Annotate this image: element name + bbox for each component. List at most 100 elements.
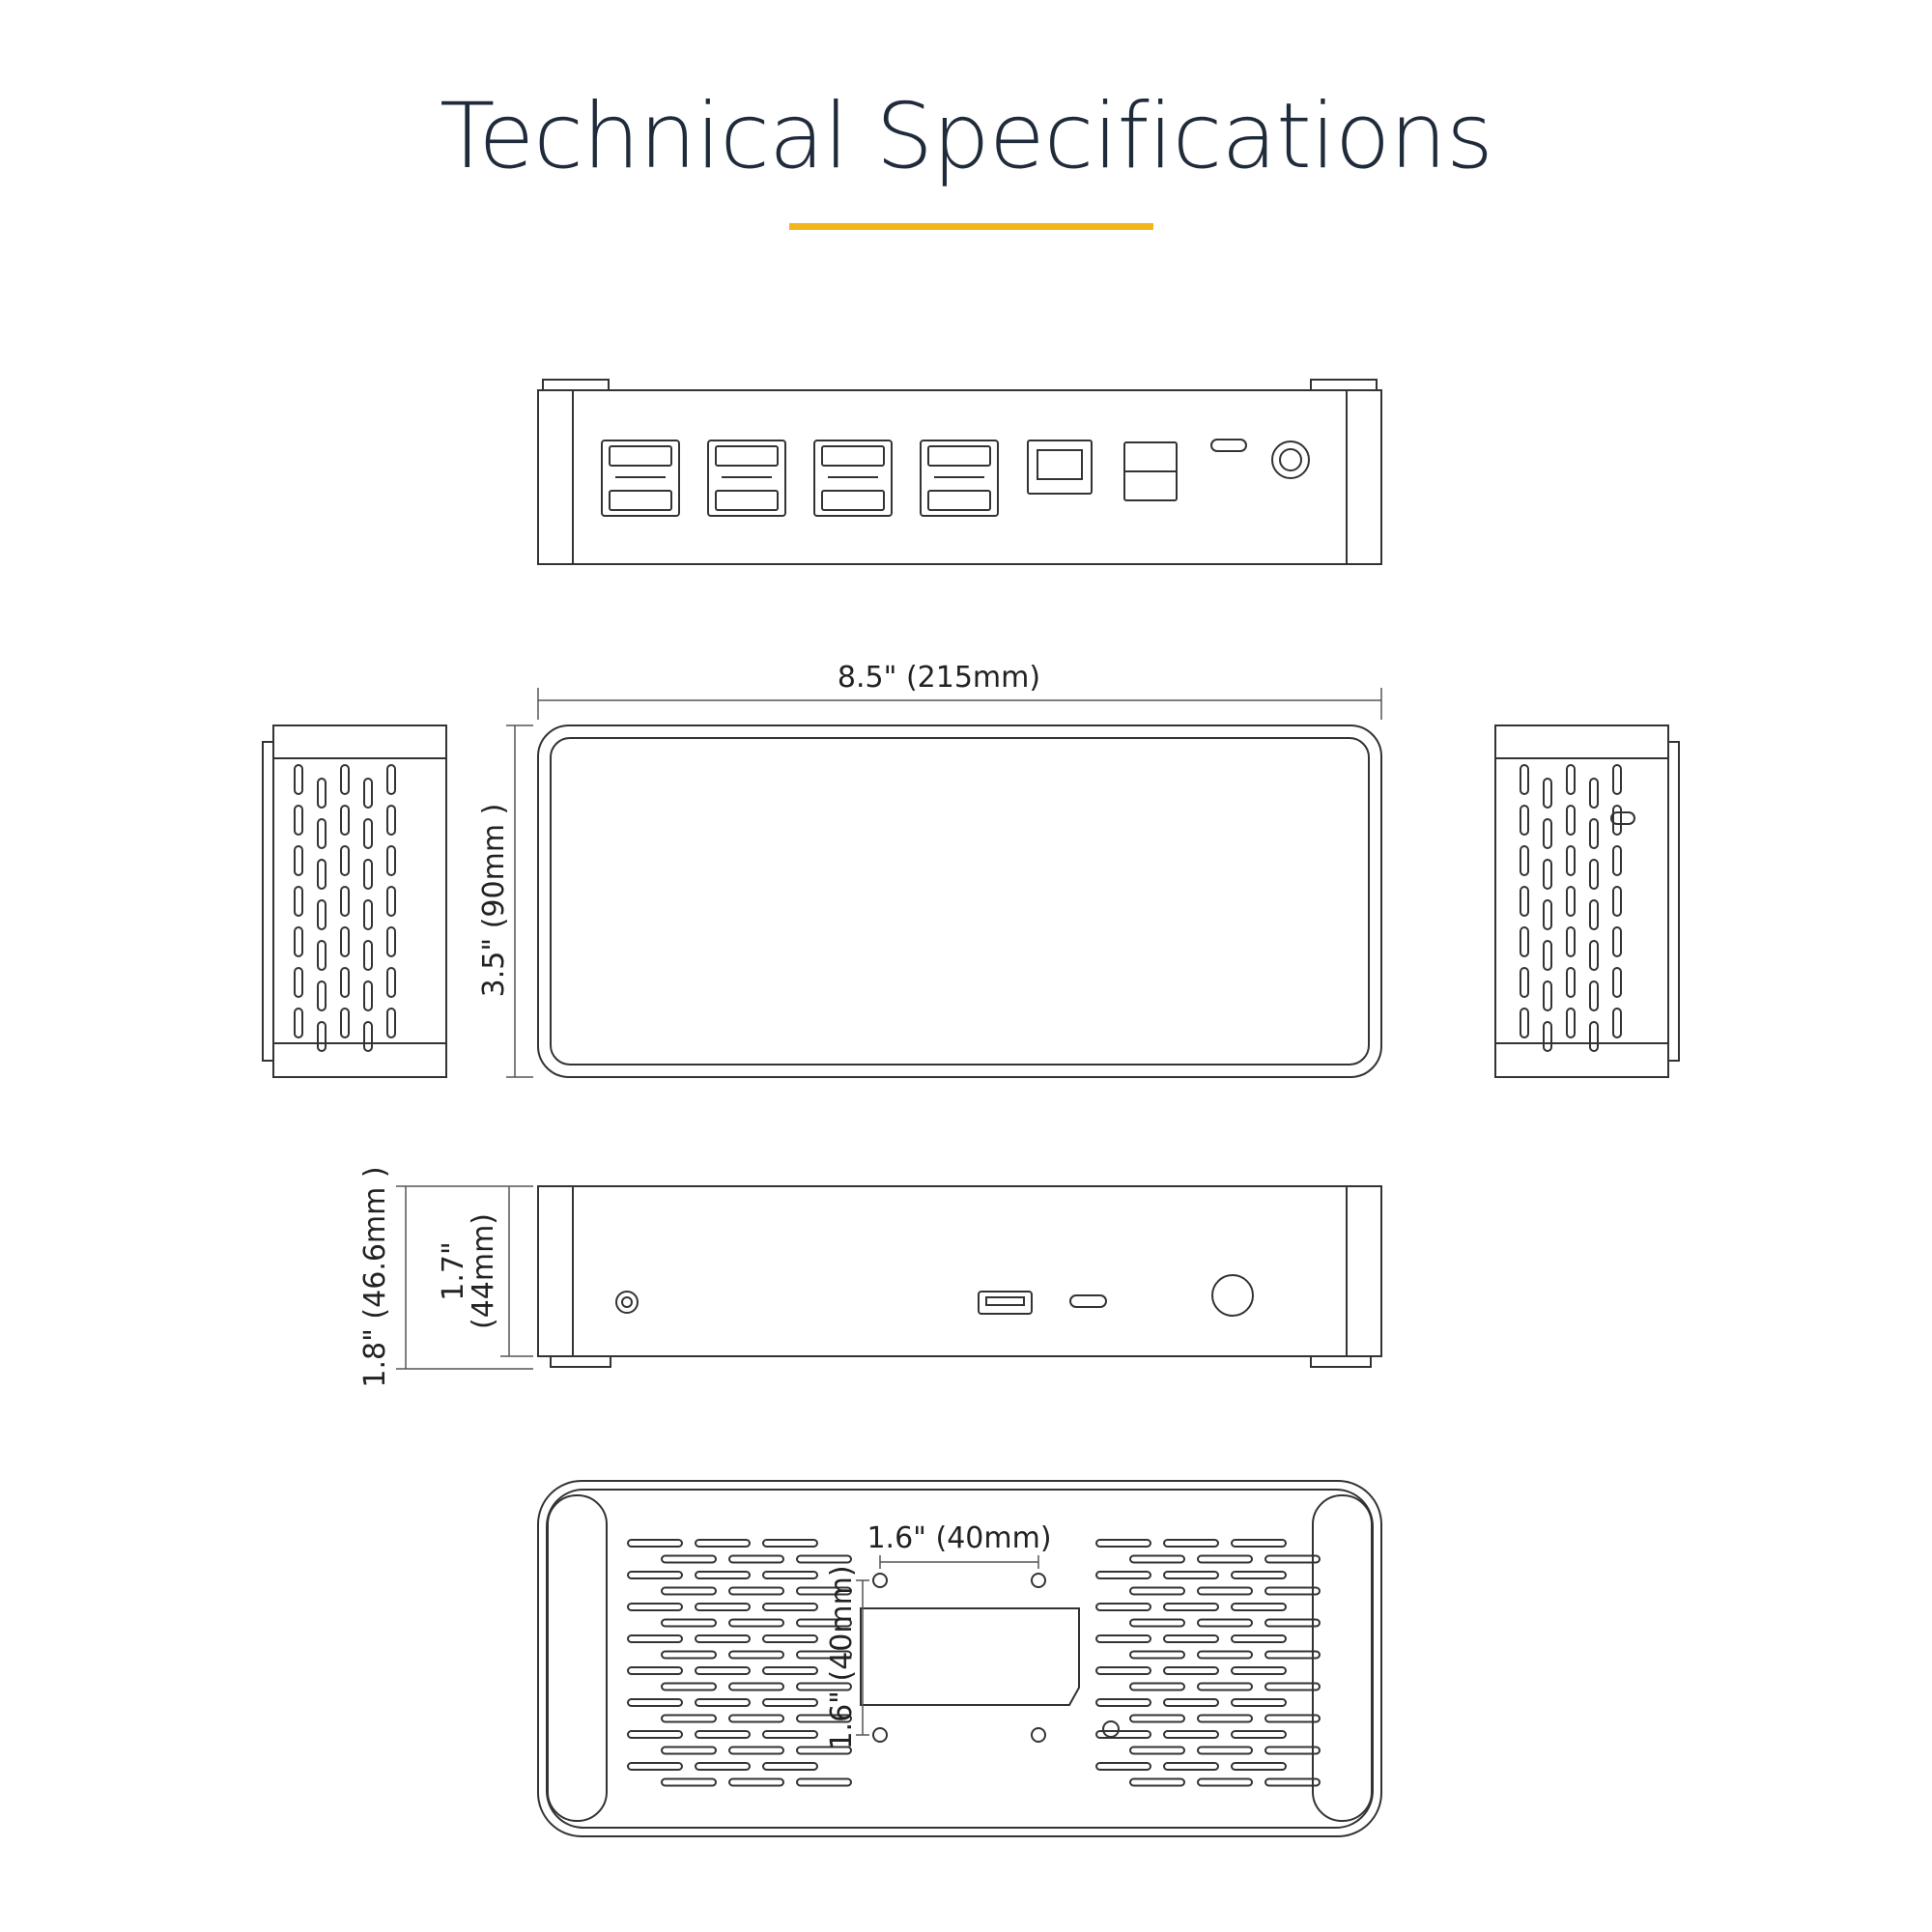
vent-slot xyxy=(1231,1634,1287,1643)
vent-slot xyxy=(762,1634,818,1643)
height-body-label-line1: 1.7" xyxy=(437,1241,470,1301)
vent-slot xyxy=(627,1762,683,1771)
vent-slot xyxy=(1163,1603,1219,1611)
vent-slot xyxy=(363,899,373,930)
vent-slot xyxy=(1612,764,1622,795)
vent-slot xyxy=(1589,778,1599,809)
top-view-outer xyxy=(537,724,1382,1078)
vent-slot xyxy=(386,926,396,957)
vent-slot xyxy=(386,1008,396,1038)
usb-c-port-icon xyxy=(1210,439,1247,452)
vent-slot xyxy=(1163,1666,1219,1675)
vent-slot xyxy=(294,926,303,957)
vent-slot xyxy=(1231,1603,1287,1611)
vent-slot xyxy=(762,1730,818,1739)
video-port-pair-icon xyxy=(920,440,999,517)
vent-slot xyxy=(294,967,303,998)
title-accent-bar xyxy=(789,223,1153,230)
vent-slot xyxy=(762,1571,818,1579)
ethernet-port-icon xyxy=(1027,440,1093,495)
vent-slot xyxy=(1129,1586,1185,1596)
vent-slot xyxy=(627,1539,683,1548)
vent-slot xyxy=(294,886,303,917)
vent-slot xyxy=(1612,1008,1622,1038)
vent-slot xyxy=(363,818,373,849)
vent-slot xyxy=(728,1714,784,1723)
screw-icon xyxy=(1102,1720,1120,1738)
mount-hole-icon xyxy=(872,1727,888,1743)
vent-slot xyxy=(796,1746,852,1755)
vent-slot xyxy=(1264,1777,1321,1787)
vent-slot xyxy=(728,1554,784,1564)
vent-slot xyxy=(1163,1634,1219,1643)
mount-hole-icon xyxy=(1031,1727,1046,1743)
hdmi-port-icon xyxy=(927,445,991,467)
vent-slot xyxy=(1095,1762,1151,1771)
vent-slot xyxy=(661,1777,717,1787)
mount-hole-icon xyxy=(1031,1573,1046,1588)
vent-slot xyxy=(796,1714,852,1723)
vent-slot xyxy=(340,764,350,795)
vent-slot xyxy=(1543,980,1552,1011)
power-button-icon xyxy=(1211,1274,1254,1317)
vent-slot xyxy=(1566,764,1576,795)
mount-hole-icon xyxy=(872,1573,888,1588)
vent-slot xyxy=(340,845,350,876)
hdmi-port-icon xyxy=(609,445,672,467)
vent-slot xyxy=(317,818,327,849)
vent-slot xyxy=(386,845,396,876)
vent-slot xyxy=(728,1650,784,1660)
vent-slot xyxy=(1566,886,1576,917)
vent-slot xyxy=(1264,1554,1321,1564)
vent-slot xyxy=(1589,980,1599,1011)
vent-slot xyxy=(294,805,303,836)
vent-slot xyxy=(1566,805,1576,836)
vent-slot xyxy=(1129,1618,1185,1628)
vent-slot xyxy=(1520,967,1529,998)
vent-slot xyxy=(1589,859,1599,890)
vent-slot xyxy=(661,1746,717,1755)
vent-slot xyxy=(627,1730,683,1739)
vent-slot xyxy=(627,1666,683,1675)
vent-slot xyxy=(294,845,303,876)
vent-slot xyxy=(1264,1682,1321,1691)
vent-slot xyxy=(1566,926,1576,957)
vent-slot xyxy=(1612,886,1622,917)
vent-slot xyxy=(1231,1762,1287,1771)
vent-slot xyxy=(1231,1666,1287,1675)
vent-slot xyxy=(363,940,373,971)
displayport-port-icon xyxy=(609,490,672,511)
vent-slot xyxy=(1543,899,1552,930)
vent-slot xyxy=(1095,1539,1151,1548)
vent-slot xyxy=(1566,967,1576,998)
vent-slot xyxy=(1163,1730,1219,1739)
rear-view-left-foot xyxy=(542,379,610,391)
vent-slot xyxy=(695,1603,751,1611)
vent-slot xyxy=(1129,1554,1185,1564)
vent-slot xyxy=(661,1714,717,1723)
ethernet-port-inner xyxy=(1037,449,1083,480)
displayport-port-icon xyxy=(821,490,885,511)
vent-slot xyxy=(1095,1730,1151,1739)
vent-slot xyxy=(627,1634,683,1643)
bottom-label-plate xyxy=(860,1607,1080,1706)
vent-slot xyxy=(1095,1666,1151,1675)
vent-slot xyxy=(661,1650,717,1660)
vent-slot xyxy=(1520,886,1529,917)
vent-slot xyxy=(1129,1746,1185,1755)
vent-slot xyxy=(1520,805,1529,836)
top-view-inner xyxy=(550,737,1370,1065)
vent-slot xyxy=(1589,818,1599,849)
dc-power-icon xyxy=(1271,440,1310,479)
vent-slot xyxy=(386,886,396,917)
vent-slot xyxy=(1197,1650,1253,1660)
vent-slot xyxy=(1197,1554,1253,1564)
mount-horizontal-label: 1.6" (40mm) xyxy=(867,1521,1051,1555)
vent-slot xyxy=(1612,805,1622,836)
mount-dimensions: 1.6" (40mm) 1.6" (40mm) xyxy=(825,1521,1052,1750)
vent-slot xyxy=(386,764,396,795)
vent-slot xyxy=(1095,1634,1151,1643)
vent-slot xyxy=(1163,1698,1219,1707)
vent-slot xyxy=(1163,1762,1219,1771)
